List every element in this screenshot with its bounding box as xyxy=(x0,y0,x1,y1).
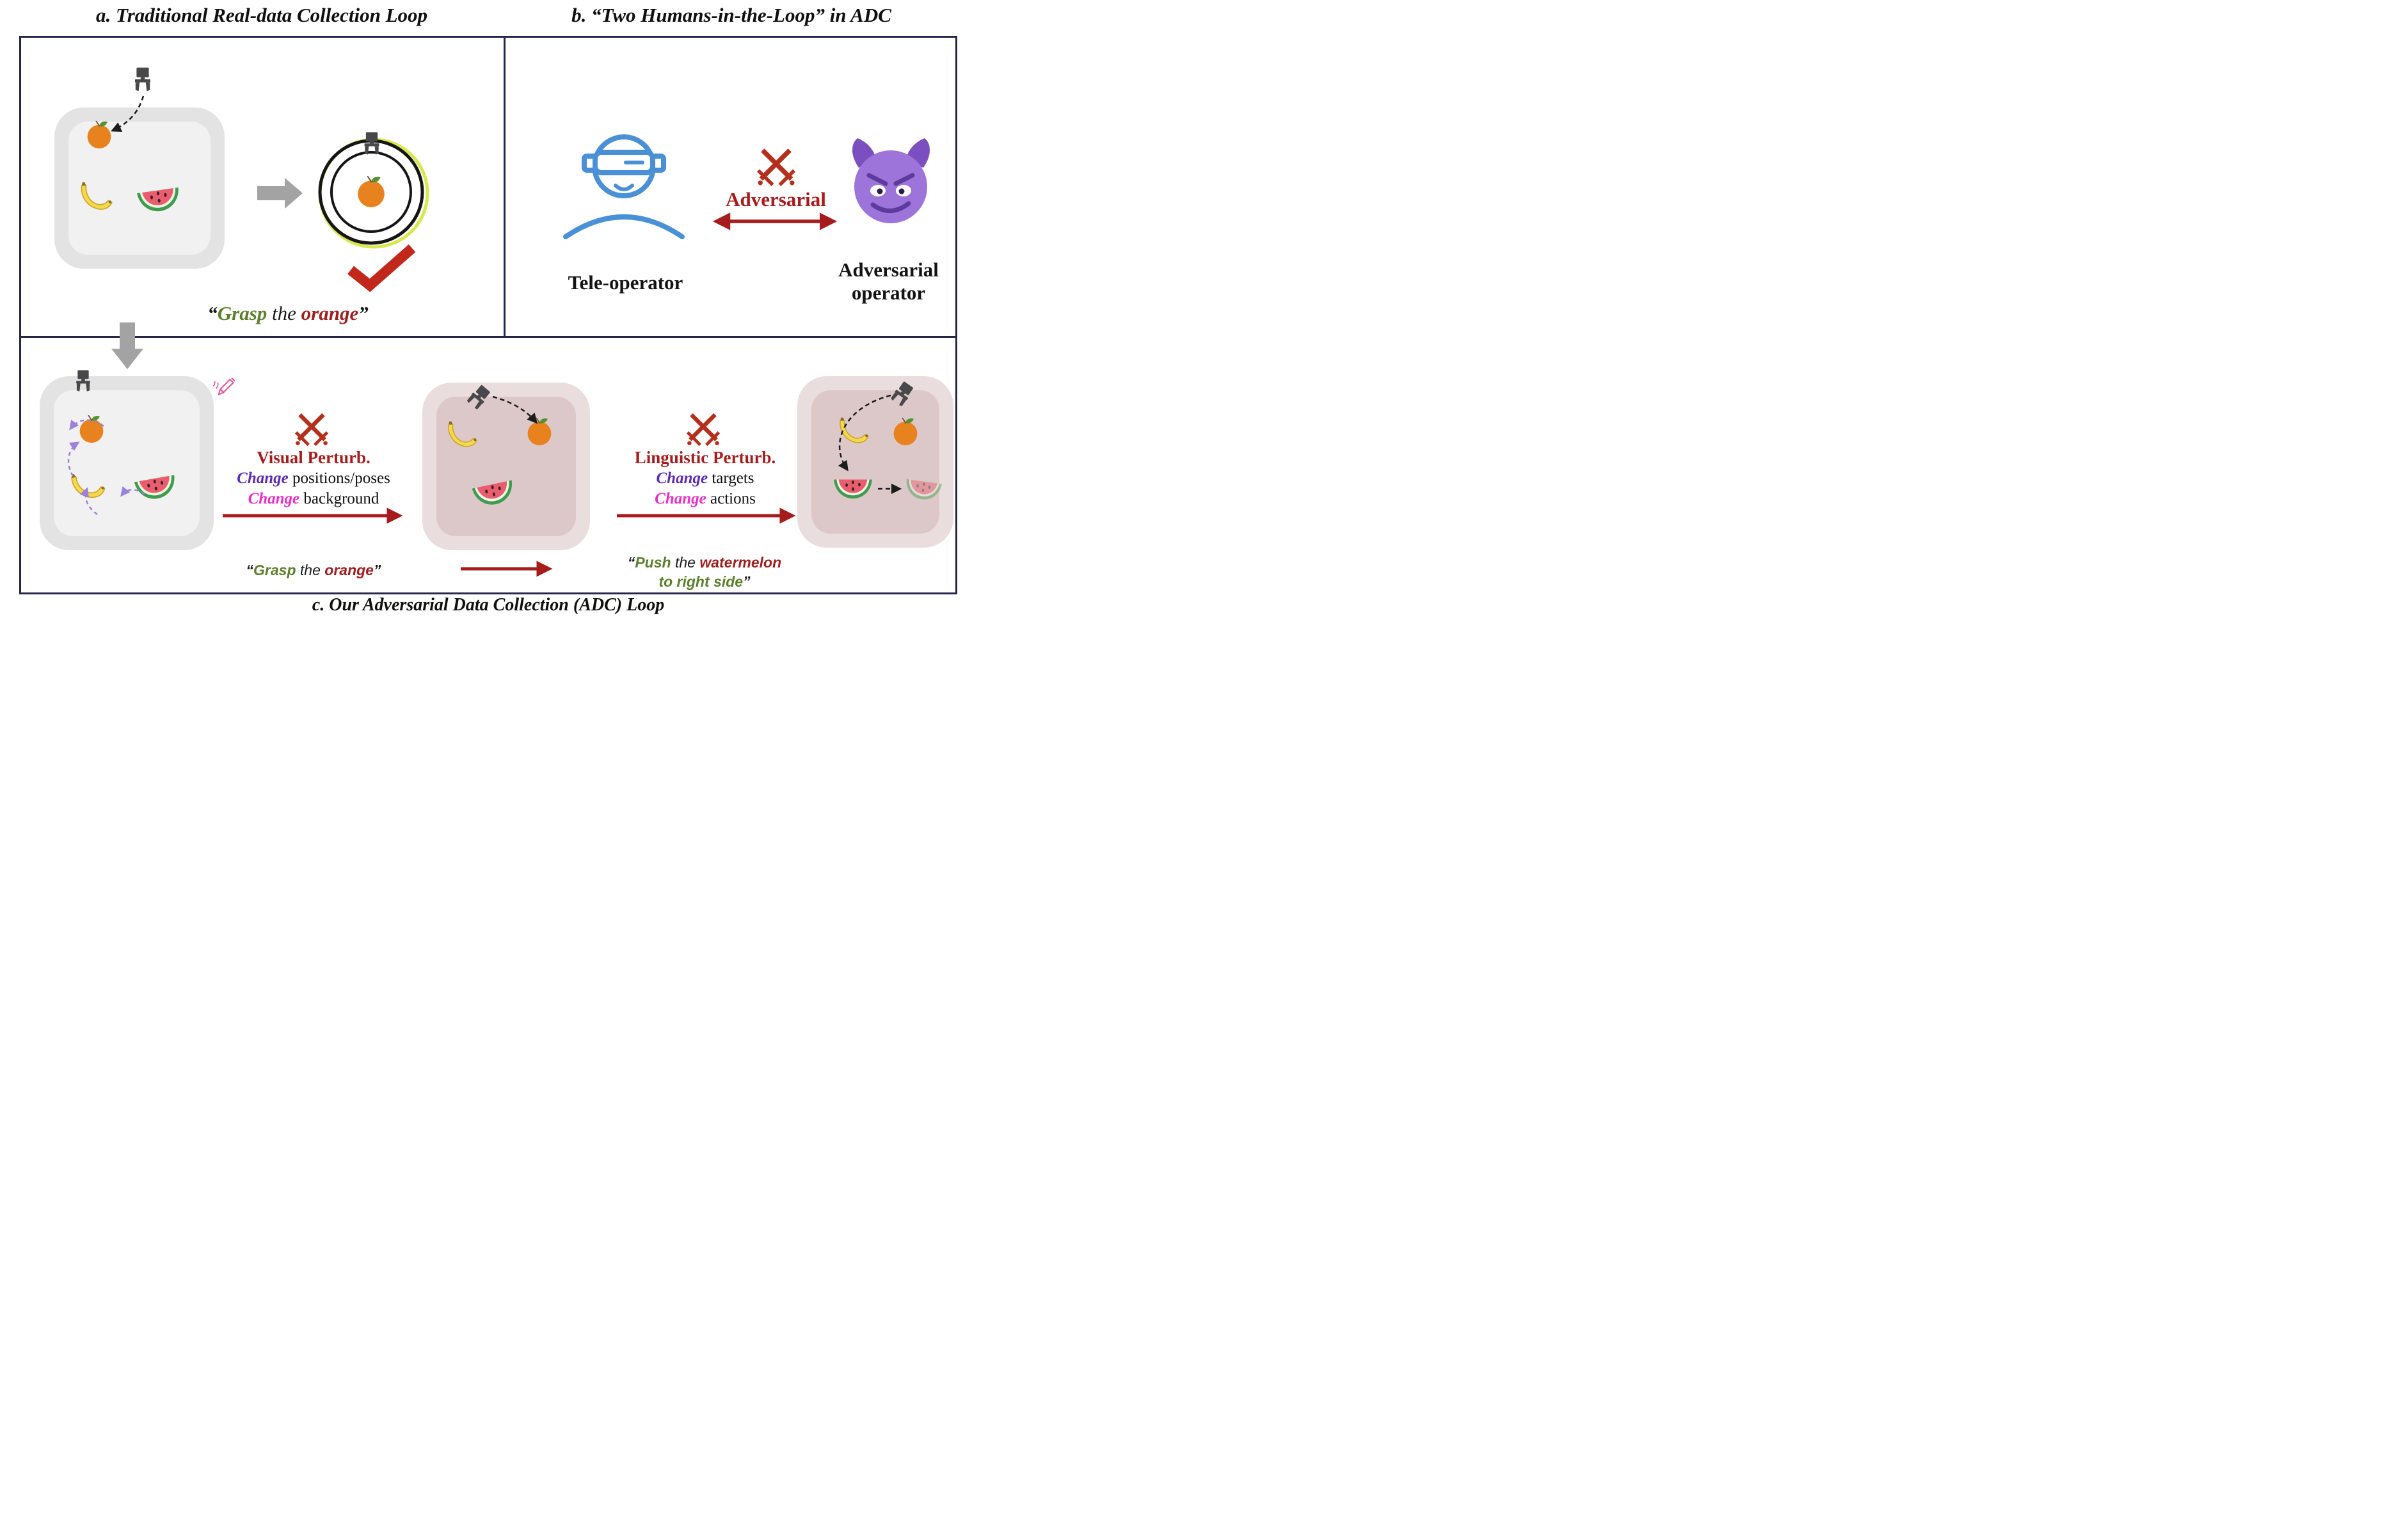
panel-a-title: a. Traditional Real-data Collection Loop xyxy=(95,4,428,26)
adversarial-operator-line1: Adversarial xyxy=(838,258,939,281)
camera-lens-icon xyxy=(318,132,429,249)
panel-b-title: b. “Two Humans-in-the-Loop” in ADC xyxy=(571,4,891,26)
object-watermelon: watermelon xyxy=(699,554,782,571)
line-text: background xyxy=(299,490,379,507)
open-quote: “ xyxy=(207,302,218,324)
linguistic-perturb-line1: Change targets xyxy=(613,470,797,488)
object-orange: orange xyxy=(324,562,374,578)
banana-icon xyxy=(74,180,116,216)
change-keyword: Change xyxy=(656,470,708,487)
banana-icon xyxy=(833,416,873,449)
instruction-push-watermelon: “Push the watermelon to right side” xyxy=(605,553,804,592)
instruction-mid: the xyxy=(267,302,301,324)
change-keyword: Change xyxy=(655,490,706,507)
gripper-icon xyxy=(72,369,95,395)
orange-icon xyxy=(77,413,106,444)
watermelon-ghost-icon xyxy=(903,471,944,505)
close-quote: ” xyxy=(743,573,751,591)
instruction-mid: the xyxy=(296,562,325,578)
adversarial-label: Adversarial xyxy=(726,188,826,210)
workspace-bin xyxy=(40,376,214,550)
open-quote: “ xyxy=(627,554,635,571)
tele-operator-label: Tele-operator xyxy=(568,271,683,294)
perturbed-workspace-surface xyxy=(811,390,939,534)
visual-perturb-title: Visual Perturb. xyxy=(257,448,370,467)
instruction-grasp-orange: “Grasp the orange” xyxy=(150,302,426,325)
perturbed-workspace-bin xyxy=(797,376,953,548)
push-instruction-line2: to right side” xyxy=(605,572,804,591)
close-quote: ” xyxy=(373,562,381,578)
visual-perturb-line1: Change positions/poses xyxy=(223,470,404,488)
gripper-icon xyxy=(130,66,155,95)
crossed-swords-icon xyxy=(686,412,721,447)
perturbed-workspace-surface xyxy=(436,397,576,536)
divider-horizontal xyxy=(19,336,957,338)
visual-perturb-line2: Change background xyxy=(223,490,404,508)
direction-text: to right side xyxy=(658,573,744,591)
close-quote: ” xyxy=(358,302,369,324)
teleoperator-vr-icon xyxy=(563,134,685,239)
adversary-devil-icon xyxy=(852,138,930,223)
orange-icon xyxy=(891,416,920,447)
instruction-grasp-orange-small: “Grasp the orange” xyxy=(224,562,403,579)
object-orange: orange xyxy=(301,302,359,324)
perturbed-workspace-bin xyxy=(422,383,590,550)
change-keyword: Change xyxy=(237,470,289,487)
verb-push: Push xyxy=(635,554,671,571)
linguistic-perturb-title: Linguistic Perturb. xyxy=(634,448,776,467)
figure-frame xyxy=(19,36,957,594)
line-text: actions xyxy=(706,490,756,507)
watermelon-icon xyxy=(135,179,182,217)
crossed-swords-icon xyxy=(756,147,796,187)
adversarial-operator-line2: operator xyxy=(851,281,926,304)
crossed-swords-icon xyxy=(294,412,329,447)
workspace-surface xyxy=(54,390,200,536)
open-quote: “ xyxy=(246,562,254,578)
edit-pencil-icon xyxy=(211,370,238,397)
verb-grasp: Grasp xyxy=(253,562,296,578)
watermelon-icon xyxy=(833,471,873,502)
banana-icon xyxy=(442,420,481,453)
instruction-mid: the xyxy=(671,554,700,571)
divider-vertical xyxy=(504,36,506,338)
line-text: positions/poses xyxy=(288,470,390,487)
linguistic-perturb-line2: Change actions xyxy=(613,490,797,508)
push-instruction-line1: “Push the watermelon xyxy=(605,553,804,572)
orange-icon xyxy=(525,416,554,447)
orange-icon xyxy=(84,119,114,150)
adversarial-operator-label: Adversarial operator xyxy=(823,258,954,304)
line-text: targets xyxy=(708,470,754,487)
adc-figure: a. Traditional Real-data Collection Loop… xyxy=(0,0,962,616)
success-check-icon xyxy=(347,244,416,292)
panel-c-title: c. Our Adversarial Data Collection (ADC)… xyxy=(312,595,665,615)
change-keyword: Change xyxy=(248,490,300,507)
verb-grasp: Grasp xyxy=(217,302,267,324)
